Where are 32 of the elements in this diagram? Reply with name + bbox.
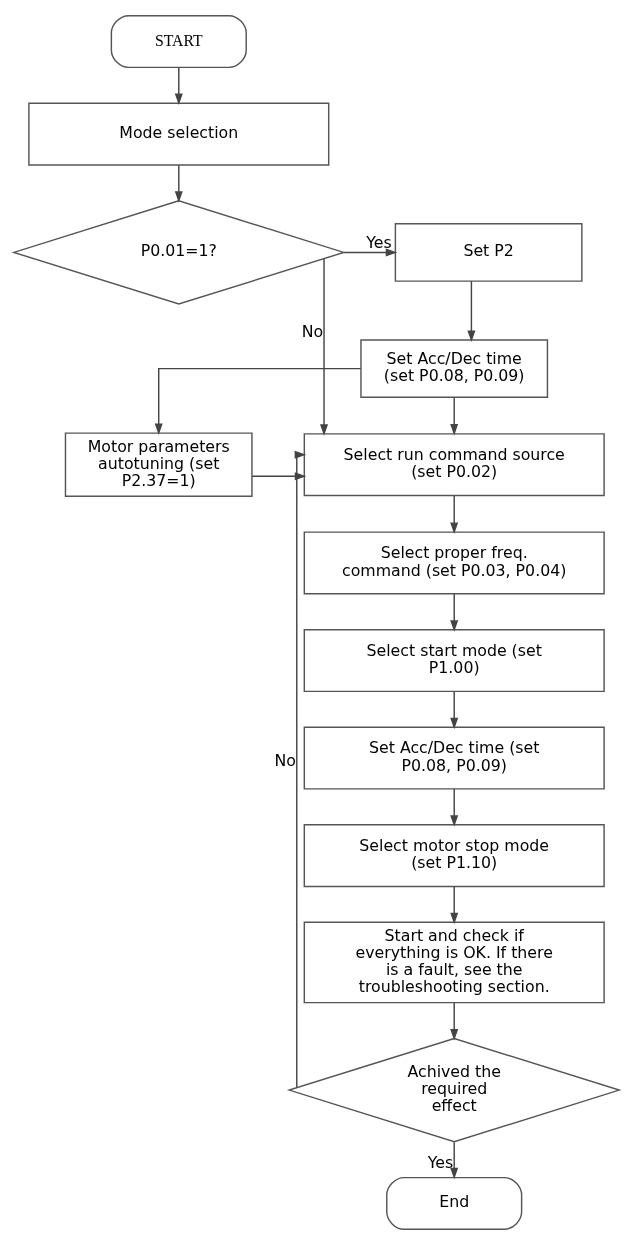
arrow	[343, 247, 398, 256]
arrow	[154, 367, 362, 435]
node-box: Mode selection	[28, 102, 330, 166]
node-box: End	[386, 1176, 523, 1230]
arrow	[450, 1140, 459, 1179]
node-box: Set P2	[394, 222, 583, 282]
node-diamond: Achived the required effect	[286, 1037, 622, 1142]
node-box: START	[110, 14, 247, 68]
node-box: Start and check if everything is OK. If there is a fault, see the troubleshooting section.	[303, 921, 605, 1003]
arrow	[450, 885, 459, 924]
edge-label: No	[274, 750, 297, 770]
node-box: Motor parameters autotuning (set P2.37=1)	[64, 431, 253, 497]
edge-label: Yes	[427, 1152, 454, 1172]
arrow	[450, 396, 459, 435]
arrow	[450, 1001, 459, 1040]
node-box: Select run command source (set P0.02)	[303, 432, 605, 496]
arrow	[450, 787, 459, 827]
arrow	[174, 66, 183, 105]
edge-label: No	[301, 321, 324, 341]
node-box: Select proper freq. command (set P0.03, P0.04)	[303, 530, 605, 595]
arrow	[174, 163, 183, 203]
node-box: Select motor stop mode (set P1.10)	[303, 823, 605, 887]
arrow	[467, 279, 476, 342]
edge-label: Yes	[366, 232, 392, 252]
node-box: Set Acc/Dec time (set P0.08, P0.09)	[360, 338, 549, 398]
arrow	[450, 494, 459, 534]
node-box: Set Acc/Dec time (set P0.08, P0.09)	[303, 726, 605, 790]
arrow	[450, 690, 459, 729]
node-diamond: P0.01=1?	[11, 199, 347, 305]
arrow	[450, 592, 459, 632]
arrow	[320, 257, 329, 436]
node-box: Select start mode (set P1.00)	[303, 628, 605, 692]
